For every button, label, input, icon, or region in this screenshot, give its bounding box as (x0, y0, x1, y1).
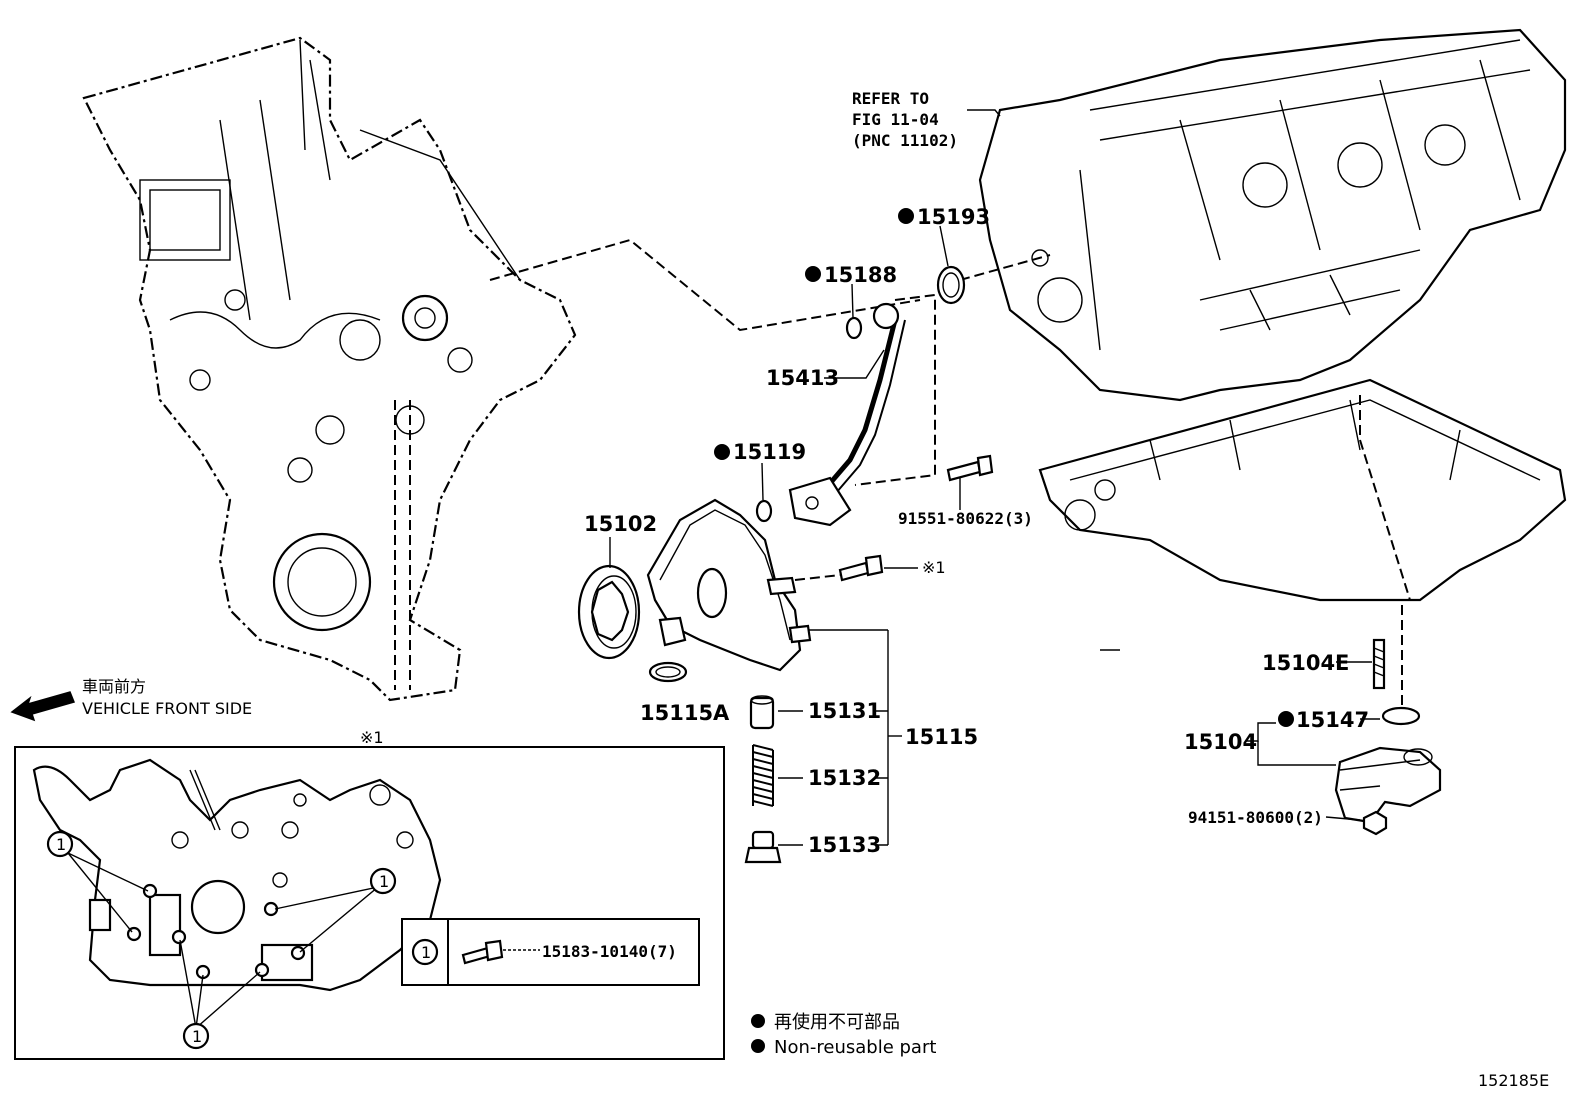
inset-callout-circle-c (182, 1022, 210, 1050)
part-label-15115: 15115 (905, 725, 978, 749)
inset-table-part: 15183-10140(7) (542, 942, 677, 961)
bolt-ref1-line (794, 574, 841, 581)
part-label-15132: 15132 (808, 766, 881, 790)
cylinder-block-illustration (978, 28, 1567, 402)
refer-note-line2: FIG 11-04 (852, 110, 939, 129)
legend-bullet-en (751, 1039, 765, 1053)
timing-cover-illustration (82, 36, 577, 702)
figure-id: 152185E (1478, 1071, 1549, 1090)
leader-lines (609, 109, 1380, 846)
inset-callout-b: 1 (379, 872, 389, 891)
part-label-91551: 91551-80622(3) (898, 509, 1033, 528)
bolt-ref1 (838, 554, 884, 582)
part-label-15104: 15104 (1184, 730, 1257, 754)
o-ring-15193-inner (942, 272, 960, 298)
inset-callout-circle-a (46, 830, 74, 858)
o-ring-15115a-inner (655, 666, 681, 678)
part-label-15115a: 15115A (640, 701, 730, 725)
front-side-label-jp: 車両前方 (82, 677, 146, 696)
non-reusable-mark-15147 (1278, 711, 1294, 727)
o-ring-15193 (936, 265, 966, 305)
refer-note-line3: (PNC 11102) (852, 131, 958, 150)
inset-table-key: 1 (421, 943, 431, 962)
o-ring-15115a (648, 661, 688, 683)
gasket-15119 (755, 499, 773, 523)
stud-15104e (1372, 638, 1386, 690)
bolt-91551 (946, 454, 994, 482)
inset-callout-a: 1 (56, 835, 66, 854)
inset-callout-circle-b (369, 867, 397, 895)
legend-bullet-jp (751, 1014, 765, 1028)
part-label-15193: 15193 (917, 205, 990, 229)
inset-panel (14, 746, 725, 1060)
relief-spring-15132 (752, 744, 774, 807)
pipe-reference-line (489, 238, 921, 332)
relief-valve-cap-15131 (749, 695, 775, 730)
part-label-15133: 15133 (808, 833, 881, 857)
vehicle-front-arrow-icon (10, 691, 76, 722)
part-label-94151: 94151-80600(2) (1188, 808, 1323, 827)
legend-en: Non-reusable part (774, 1037, 936, 1058)
part-label-15147: 15147 (1296, 708, 1369, 732)
oil-strainer-part (788, 293, 936, 527)
non-reusable-mark-15119 (714, 444, 730, 460)
refer-note-line1: REFER TO (852, 89, 929, 108)
part-label-ref1: ※1 (922, 558, 946, 577)
gasket-15188 (845, 316, 863, 340)
inset-title: ※1 (360, 728, 384, 747)
oil-filter-bracket-illustration (1334, 746, 1442, 824)
part-label-15119: 15119 (733, 440, 806, 464)
o-ring-15147 (1381, 706, 1421, 726)
oil-pump-rotor-illustration (577, 564, 641, 660)
part-label-15131: 15131 (808, 699, 881, 723)
front-side-label-en: VEHICLE FRONT SIDE (82, 699, 252, 718)
part-label-15413: 15413 (766, 366, 839, 390)
part-label-15104e: 15104E (1262, 651, 1349, 675)
non-reusable-mark-15193 (898, 208, 914, 224)
non-reusable-mark-15188 (805, 266, 821, 282)
inset-callout-c: 1 (192, 1027, 202, 1046)
plug-15133 (744, 830, 782, 864)
part-label-15102: 15102 (584, 512, 657, 536)
inset-bolt-table (401, 918, 700, 986)
legend-jp: 再使用不可部品 (774, 1012, 900, 1033)
block-link-line (959, 254, 1051, 281)
oil-pan-illustration (1038, 378, 1567, 602)
nut-94151 (1362, 810, 1388, 836)
oil-pump-body-illustration (646, 498, 812, 672)
part-label-15188: 15188 (824, 263, 897, 287)
